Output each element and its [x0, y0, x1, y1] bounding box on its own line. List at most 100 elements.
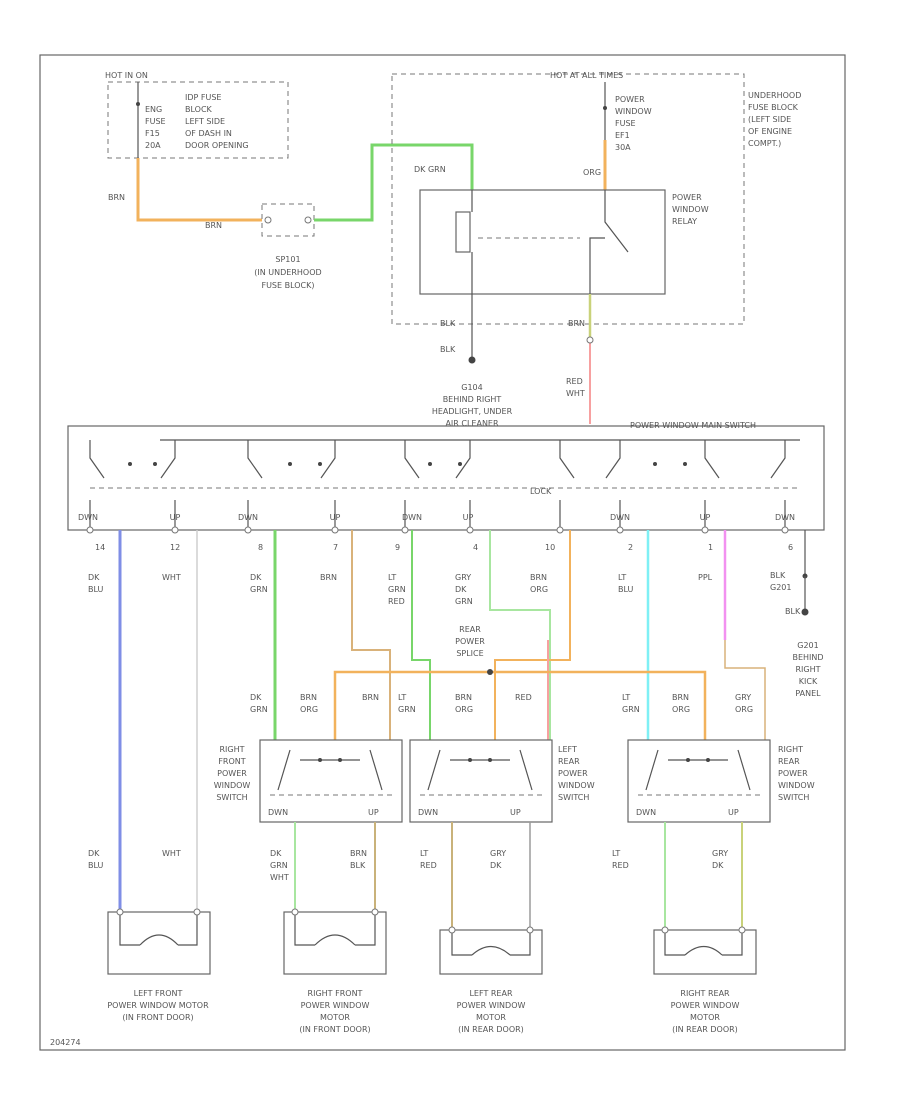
svg-text:UNDERHOOD: UNDERHOOD: [748, 91, 801, 100]
relay-ground-wire-label: BLK: [440, 319, 456, 328]
sp101-wire-label: BRN: [205, 221, 222, 230]
svg-text:SP101: SP101: [275, 255, 300, 264]
sp101-label: SP101 (IN UNDERHOOD FUSE BLOCK): [254, 255, 321, 290]
svg-text:DK: DK: [88, 573, 100, 582]
svg-text:1: 1: [708, 543, 713, 552]
switch-input-wire-labels: DK GRN BRN ORG BRN LT GRN BRN ORG RED LT…: [250, 693, 753, 714]
svg-text:DK: DK: [490, 861, 502, 870]
right-rear-switch: DWN UP: [627, 739, 771, 823]
svg-text:BRN: BRN: [672, 693, 689, 702]
svg-text:WINDOW: WINDOW: [778, 781, 815, 790]
svg-text:FRONT: FRONT: [218, 757, 245, 766]
main-switch-contact-dot: [288, 462, 292, 466]
svg-text:14: 14: [95, 543, 105, 552]
svg-text:UP: UP: [700, 513, 711, 522]
main-switch-pin: [171, 526, 179, 534]
svg-text:6: 6: [788, 543, 793, 552]
svg-text:FUSE BLOCK: FUSE BLOCK: [748, 103, 799, 112]
svg-text:DK: DK: [250, 693, 262, 702]
svg-text:UP: UP: [728, 808, 739, 817]
svg-text:SWITCH: SWITCH: [216, 793, 247, 802]
lock-label: LOCK: [530, 487, 552, 496]
svg-text:GRN: GRN: [398, 705, 416, 714]
main-switch-contact-dot: [653, 462, 657, 466]
svg-text:BLK: BLK: [785, 607, 801, 616]
svg-text:ORG: ORG: [300, 705, 318, 714]
underhood-fuse-block-box: [391, 73, 745, 325]
svg-text:BRN: BRN: [300, 693, 317, 702]
svg-text:OF DASH IN: OF DASH IN: [185, 129, 232, 138]
svg-text:LEFT: LEFT: [558, 745, 577, 754]
svg-text:LEFT FRONT: LEFT FRONT: [134, 989, 183, 998]
svg-text:POWER WINDOW: POWER WINDOW: [671, 1001, 740, 1010]
svg-text:KICK: KICK: [799, 677, 818, 686]
main-switch-contact-dot: [153, 462, 157, 466]
g201-label: G201 BEHIND RIGHT KICK PANEL: [792, 641, 823, 698]
svg-text:RIGHT FRONT: RIGHT FRONT: [308, 989, 363, 998]
svg-text:LT: LT: [398, 693, 406, 702]
svg-text:DOOR OPENING: DOOR OPENING: [185, 141, 249, 150]
svg-text:SWITCH: SWITCH: [558, 793, 589, 802]
hot-in-run-label: HOT IN ON: [105, 71, 148, 80]
svg-text:BEHIND: BEHIND: [792, 653, 823, 662]
idp-fuse-text: IDP FUSE BLOCK LEFT SIDE OF DASH IN DOOR…: [185, 93, 249, 150]
svg-text:BRN: BRN: [568, 319, 585, 328]
underhood-fuse-block-label: UNDERHOOD FUSE BLOCK (LEFT SIDE OF ENGIN…: [748, 91, 801, 148]
relay-coil-wire-label: DK GRN: [414, 165, 446, 174]
svg-text:BRN: BRN: [530, 573, 547, 582]
g104-ground-icon: [468, 356, 476, 364]
svg-text:WHT: WHT: [162, 849, 181, 858]
svg-text:FUSE: FUSE: [615, 119, 636, 128]
g201-ground-icon: [801, 608, 809, 616]
blk-g201-label: BLK G201 BLK: [770, 571, 801, 616]
svg-text:(IN REAR DOOR): (IN REAR DOOR): [458, 1025, 524, 1034]
svg-text:AIR CLEANER: AIR CLEANER: [445, 419, 499, 428]
svg-text:GRN: GRN: [250, 585, 268, 594]
svg-text:COMPT.): COMPT.): [748, 139, 781, 148]
main-switch-pin: [466, 526, 474, 534]
svg-text:MOTOR: MOTOR: [320, 1013, 350, 1022]
brn-wire: [351, 530, 391, 740]
svg-text:WINDOW: WINDOW: [615, 107, 652, 116]
main-switch-pin: [86, 526, 94, 534]
lt-grn-red-wire: [411, 530, 431, 740]
svg-text:SPLICE: SPLICE: [456, 649, 483, 658]
main-switch-pin: [556, 526, 564, 534]
main-switch-label: POWER WINDOW MAIN SWITCH: [630, 421, 756, 430]
svg-text:GRN: GRN: [270, 861, 288, 870]
main-switch-pin: [701, 526, 709, 534]
svg-text:REAR: REAR: [778, 757, 800, 766]
svg-text:POWER WINDOW: POWER WINDOW: [301, 1001, 370, 1010]
rear-power-bus-wire: [333, 670, 707, 740]
idp-fuse-left-text: ENG FUSE F15 20A: [145, 105, 166, 150]
left-rear-switch: DWN UP: [409, 739, 553, 823]
svg-text:REAR: REAR: [558, 757, 580, 766]
svg-text:DK: DK: [712, 861, 724, 870]
svg-text:RED: RED: [612, 861, 629, 870]
svg-text:WINDOW: WINDOW: [558, 781, 595, 790]
svg-text:GRN: GRN: [455, 597, 473, 606]
svg-text:RED: RED: [566, 377, 583, 386]
main-switch-contact-dot: [683, 462, 687, 466]
main-switch-contact: [404, 440, 420, 530]
svg-text:MOTOR: MOTOR: [476, 1013, 506, 1022]
svg-text:BLOCK: BLOCK: [185, 105, 213, 114]
svg-text:LT: LT: [622, 693, 630, 702]
right-front-switch: DWN UP: [259, 739, 403, 823]
gry-dk-grn-wire: [489, 530, 551, 740]
svg-text:DWN: DWN: [610, 513, 630, 522]
rear-power-splice-node: [487, 669, 493, 675]
svg-text:ORG: ORG: [672, 705, 690, 714]
orange-wire-idp: [136, 158, 262, 222]
svg-text:10: 10: [545, 543, 555, 552]
main-switch-pin: [331, 526, 339, 534]
svg-text:BLU: BLU: [88, 861, 104, 870]
harness-wires: [118, 530, 766, 912]
power-window-relay-label: POWER WINDOW RELAY: [672, 193, 709, 226]
hot-at-all-times-label: HOT AT ALL TIMES: [550, 71, 623, 80]
svg-text:DWN: DWN: [78, 513, 98, 522]
svg-text:7: 7: [333, 543, 338, 552]
svg-text:DWN: DWN: [268, 808, 288, 817]
main-switch-pin: [244, 526, 252, 534]
